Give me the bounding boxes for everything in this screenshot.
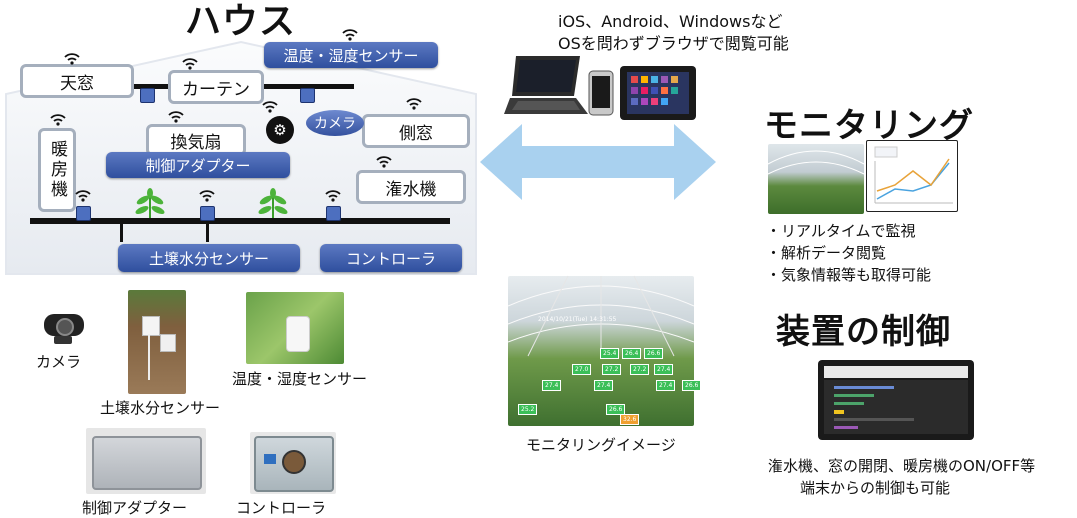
temp-sensor-caption: 温度・湿度センサー: [232, 370, 368, 388]
double-arrow: [480, 124, 716, 200]
sensor-reading-badge: 27.4: [656, 380, 676, 391]
wifi-icon: [262, 101, 278, 113]
camera-photo: [42, 312, 88, 346]
sensor-reading-badge: 27.4: [654, 364, 674, 375]
monitoring-bullets: ・リアルタイムで監視 ・解析データ閲覧 ・気象情報等も取得可能: [766, 220, 931, 286]
sensor-reading-badge: 27.2: [602, 364, 622, 375]
skylight-label: 天窓: [20, 64, 134, 98]
sensor-reading-badge: 26.4: [622, 348, 642, 359]
control-tablet-screenshot: [818, 360, 974, 440]
sensor-reading-badge: 27.4: [542, 380, 562, 391]
sensor-reading-badge: 25.2: [518, 404, 538, 415]
control-adapter-label: 制御アダプター: [106, 152, 290, 178]
sensor-reading-badge: 25.4: [600, 348, 620, 359]
control-caption-line2: 端末からの制御も可能: [800, 479, 951, 497]
monitoring-image-caption: モニタリングイメージ: [526, 436, 676, 454]
plant-icon: [258, 188, 288, 218]
wifi-icon: [406, 98, 422, 110]
monitoring-chart-thumbnail: [866, 140, 958, 212]
monitoring-bullet: ・解析データ閲覧: [766, 244, 887, 262]
soil-sensor-caption: 土壌水分センサー: [100, 399, 221, 417]
soil-node-3: [326, 206, 341, 221]
wifi-icon: [342, 29, 358, 41]
control-adapter-caption: 制御アダプター: [82, 499, 188, 517]
plant-icon: [135, 188, 165, 218]
ventilation-fan-label: 換気扇: [146, 124, 246, 156]
camera-caption: カメラ: [36, 353, 82, 371]
sensor-bus: [120, 224, 123, 242]
temp-node: [300, 88, 315, 103]
sensor-reading-badge: 27.2: [630, 364, 650, 375]
smartphone-icon: [588, 70, 614, 116]
sensor-bus-2: [206, 224, 209, 242]
ground-rail: [30, 218, 450, 224]
monitoring-title: モニタリング: [764, 106, 974, 146]
side-window-label: 側窓: [362, 114, 470, 148]
controller-photo: [250, 432, 336, 494]
wifi-icon: [50, 114, 66, 126]
wifi-icon: [168, 111, 184, 123]
wifi-icon: [64, 53, 80, 65]
monitoring-greenhouse-photo: [767, 144, 865, 214]
sensor-reading-badge: 27.0: [572, 364, 592, 375]
soil-node-2: [200, 206, 215, 221]
controller-label: コントローラ: [320, 244, 462, 272]
sensor-reading-badge: 32.6: [620, 414, 640, 425]
sensor-reading-badge: 26.6: [682, 380, 702, 391]
soil-node-1: [76, 206, 91, 221]
sensor-reading-badge: 27.4: [594, 380, 614, 391]
heater-text: 暖房機: [47, 140, 67, 200]
wifi-icon: [325, 190, 341, 202]
control-title: 装置の制御: [776, 312, 951, 352]
devices-caption-line1: iOS、Android、Windowsなど: [558, 12, 783, 31]
sensor-reading-badge: 26.6: [606, 404, 626, 415]
camera-label: カメラ: [306, 110, 364, 136]
temp-humidity-sensor-label: 温度・湿度センサー: [264, 42, 438, 68]
wifi-icon: [199, 190, 215, 202]
control-caption-line1: 潅水機、窓の開閉、暖房機のON/OFF等: [768, 457, 1036, 475]
soil-sensor-photo: [128, 290, 186, 394]
wifi-icon: [182, 58, 198, 70]
curtain-label: カーテン: [168, 70, 264, 104]
monitoring-bullet: ・気象情報等も取得可能: [766, 266, 932, 284]
control-adapter-photo: [86, 428, 206, 494]
curtain-node: [140, 88, 155, 103]
temp-sensor-photo: [246, 292, 344, 364]
camera-icon: ⚙: [266, 116, 294, 144]
monitoring-bullet: ・リアルタイムで監視: [766, 222, 916, 240]
monitoring-image-timestamp: 2014/10/21(Tue) 14:31:55: [538, 316, 617, 323]
irrigator-label: 潅水機: [356, 170, 466, 204]
house-title: ハウス: [185, 1, 297, 42]
tablet-icon: [620, 66, 696, 120]
controller-caption: コントローラ: [236, 499, 327, 517]
wifi-icon: [376, 156, 392, 168]
devices-caption-line2: OSを問わずブラウザで閲覧可能: [558, 34, 789, 53]
wifi-icon: [75, 190, 91, 202]
sensor-reading-badge: 26.6: [644, 348, 664, 359]
heater-label: 暖房機: [38, 128, 76, 212]
soil-sensor-label: 土壌水分センサー: [118, 244, 300, 272]
laptop-icon: [504, 56, 588, 114]
